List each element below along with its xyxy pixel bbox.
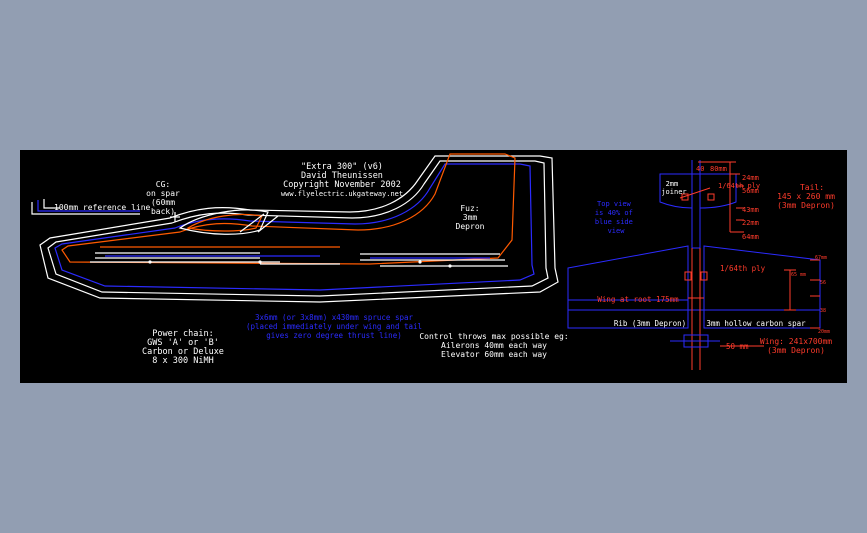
title-line-2: David Theunissen bbox=[301, 171, 383, 181]
throws-line-1: Control throws max possible eg: bbox=[419, 332, 568, 341]
top-view-note: Top view is 40% of blue side view bbox=[595, 200, 637, 235]
title-line-4: www.flyelectric.ukgateway.net bbox=[281, 190, 403, 198]
wing-title: Wing: 241x700mm bbox=[760, 337, 832, 346]
wing-dim-38: 38 bbox=[820, 308, 826, 314]
title-block: "Extra 300" (v6) David Theunissen Copyri… bbox=[281, 162, 403, 198]
power-line-3: Carbon or Deluxe bbox=[142, 347, 224, 357]
tail-wing-outline bbox=[567, 160, 821, 370]
wing-dim-56: 56 bbox=[820, 280, 826, 286]
cg-line-1: CG: bbox=[156, 180, 170, 189]
tail-dim-80: 80mm bbox=[710, 165, 727, 173]
cg-line-4: back) bbox=[151, 207, 175, 216]
tail-dim-43: 43mm bbox=[742, 206, 759, 214]
wing-dim-50: 50 mm bbox=[726, 342, 749, 351]
cg-line-2: on spar bbox=[146, 189, 180, 198]
power-line-1: Power chain: bbox=[152, 329, 213, 339]
tail-dim-64: 64mm bbox=[742, 233, 759, 241]
reference-line-label: 100mm reference line bbox=[54, 203, 151, 212]
spar-line-2: (placed immediately under wing and tail bbox=[246, 322, 422, 331]
wing-dim-67: 67mm bbox=[815, 255, 827, 261]
tail-dim-22: 22mm bbox=[742, 219, 759, 227]
spar-note: 3x6mm (or 3x8mm) x430mm spruce spar (pla… bbox=[246, 313, 422, 340]
fuselage-outline bbox=[31, 153, 559, 303]
control-throws-note: Control throws max possible eg: Ailerons… bbox=[419, 332, 568, 359]
tail-title: Tail: bbox=[800, 183, 824, 192]
wing-root-label: Wing at root 175mm bbox=[597, 295, 679, 304]
spar-label: 3mm hollow carbon spar bbox=[706, 319, 806, 328]
wing-ply-label: 1/64th ply bbox=[720, 264, 766, 273]
title-line-3: Copyright November 2002 bbox=[283, 180, 401, 190]
power-chain-note: Power chain: GWS 'A' or 'B' Carbon or De… bbox=[142, 329, 224, 366]
wing-notes: 1/64th ply Wing at root 175mm Rib (3mm D… bbox=[597, 255, 832, 355]
spar-line-1: 3x6mm (or 3x8mm) x430mm spruce spar bbox=[255, 313, 414, 322]
spar-line-3: gives zero degree thrust line) bbox=[266, 331, 401, 340]
drawing-area: "Extra 300" (v6) David Theunissen Copyri… bbox=[20, 150, 847, 383]
tail-size: 145 x 260 mm bbox=[777, 192, 835, 201]
fuz-line-3: Depron bbox=[456, 222, 485, 231]
tail-notes: Top view is 40% of blue side view 2mm jo… bbox=[595, 165, 835, 241]
rib-label: Rib (3mm Depron) bbox=[614, 319, 686, 328]
wing-dim-20: 20mm bbox=[818, 329, 830, 335]
power-line-4: 8 x 300 NiMH bbox=[152, 356, 213, 366]
wing-dim-65: 65 mm bbox=[791, 272, 806, 278]
throws-line-2: Ailerons 40mm each way bbox=[441, 341, 547, 350]
power-line-2: GWS 'A' or 'B' bbox=[147, 338, 219, 348]
throws-line-3: Elevator 60mm each way bbox=[441, 350, 547, 359]
wing-material: (3mm Depron) bbox=[767, 346, 825, 355]
tail-dim-24: 24mm bbox=[742, 174, 759, 182]
tail-material: (3mm Depron) bbox=[777, 201, 835, 210]
fuz-line-1: Fuz: bbox=[460, 204, 479, 213]
tail-ply-label: 1/64th ply bbox=[718, 182, 760, 190]
title-line-1: "Extra 300" (v6) bbox=[301, 162, 383, 172]
cg-line-3: (60mm bbox=[151, 198, 175, 207]
tail-dim-56: 56mm bbox=[742, 187, 759, 195]
tail-dim-40: 40 bbox=[696, 165, 704, 173]
fuselage-note: Fuz: 3mm Depron bbox=[456, 204, 485, 231]
joiner-label: 2mm joiner bbox=[661, 180, 686, 196]
cg-note: CG: on spar (60mm back) bbox=[146, 180, 180, 216]
fuz-line-2: 3mm bbox=[463, 213, 478, 222]
plan-drawing: "Extra 300" (v6) David Theunissen Copyri… bbox=[31, 153, 835, 370]
